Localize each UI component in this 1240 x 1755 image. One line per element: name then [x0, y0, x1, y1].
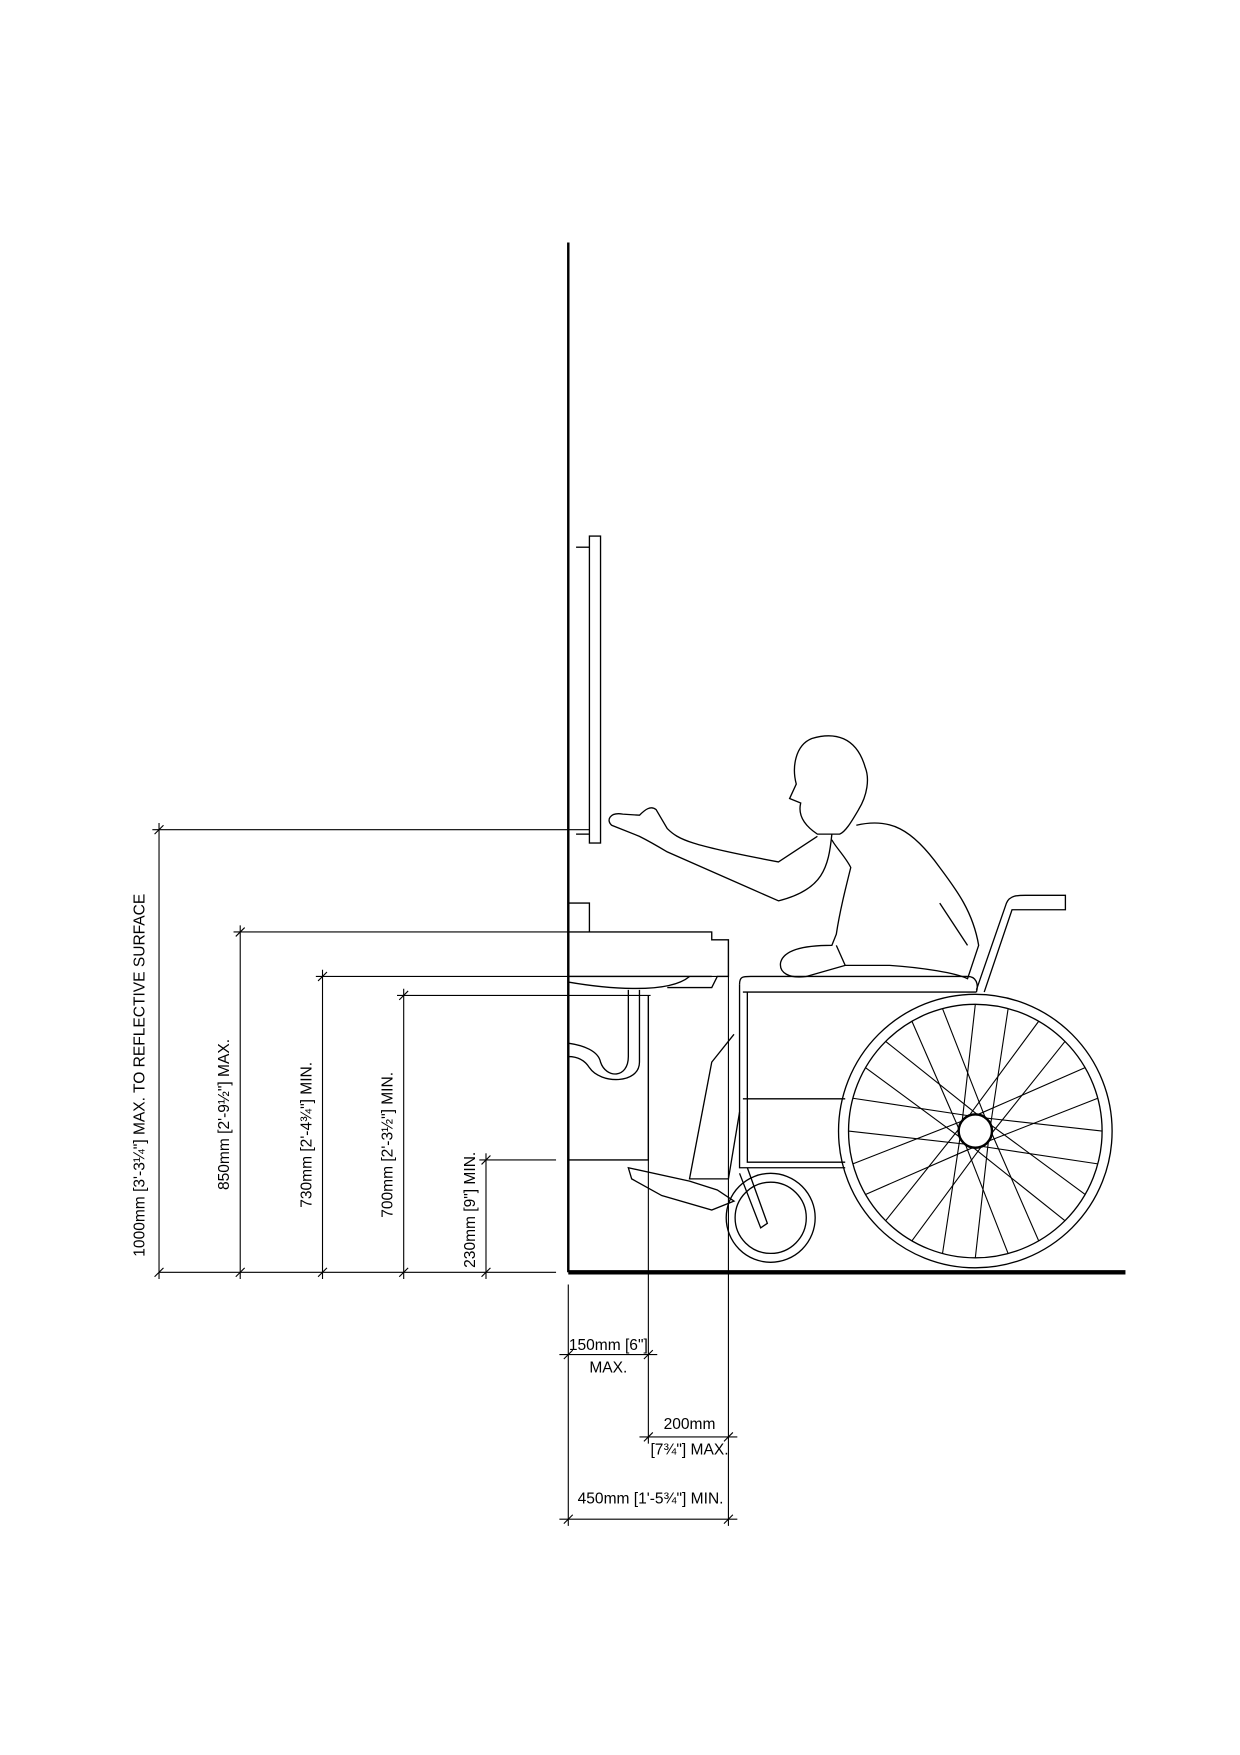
caster-wheel-inner: [734, 1181, 807, 1255]
wheel-spoke: [964, 1144, 1009, 1254]
rear-wheel-spokes: [848, 1004, 1103, 1258]
wheel-spoke: [911, 1146, 982, 1242]
wheel-spoke: [865, 1147, 974, 1195]
dim-label-730mm: 730mm [2'-4¾"] MIN.: [298, 1062, 315, 1208]
dim-label-200mm-max: [7¾"] MAX.: [650, 1442, 728, 1459]
dim-label-450mm: 450mm [1'-5¾"] MIN.: [578, 1491, 724, 1508]
wheel-spoke: [974, 1141, 989, 1258]
wheelchair: [725, 894, 1113, 1269]
wheel-spoke: [961, 1004, 976, 1121]
mirror: [576, 535, 602, 844]
dim-label-150mm: 150mm [6"]: [569, 1337, 648, 1354]
wheel-spoke: [941, 1008, 986, 1118]
dim-label-1000mm: 1000mm [3'-3¼"] MAX. TO REFLECTIVE SURFA…: [132, 894, 149, 1257]
wheel-spoke: [988, 1097, 1098, 1142]
wheel-spoke: [968, 1020, 1040, 1116]
wheel-spoke: [990, 1124, 1086, 1195]
wheel-spoke: [941, 1137, 961, 1254]
dim-label-700mm: 700mm [2'-3½"] MIN.: [380, 1072, 397, 1218]
wheel-spoke: [885, 1128, 960, 1222]
wheel-spoke: [885, 1040, 978, 1115]
wheel-spoke: [991, 1041, 1066, 1134]
wheel-spoke: [911, 1021, 960, 1129]
rear-wheel-outer: [837, 993, 1113, 1269]
wheel-spoke: [981, 1145, 1098, 1165]
wheel-spoke: [990, 1008, 1009, 1125]
dim-label-150mm-max: MAX.: [589, 1359, 627, 1376]
wheel-spoke: [973, 1147, 1066, 1222]
caster-wheel-outer: [725, 1172, 816, 1263]
vertical-dimension-lines: [152, 823, 729, 1279]
dim-label-850mm: 850mm [2'-9½"] MAX.: [216, 1039, 233, 1190]
rear-wheel-hub: [957, 1113, 994, 1149]
wheel-spoke: [991, 1133, 1040, 1242]
wheel-spoke: [985, 1117, 1103, 1132]
wheel-spoke: [852, 1120, 963, 1165]
dim-label-230mm: 230mm [9"] MIN.: [462, 1152, 479, 1268]
wheel-spoke: [865, 1067, 961, 1138]
wheel-spoke: [848, 1130, 966, 1145]
horizontal-dimension-lines: [559, 939, 738, 1526]
dim-label-200mm: 200mm: [664, 1416, 716, 1433]
wheel-spoke: [852, 1097, 969, 1117]
wheel-spoke: [977, 1067, 1086, 1116]
